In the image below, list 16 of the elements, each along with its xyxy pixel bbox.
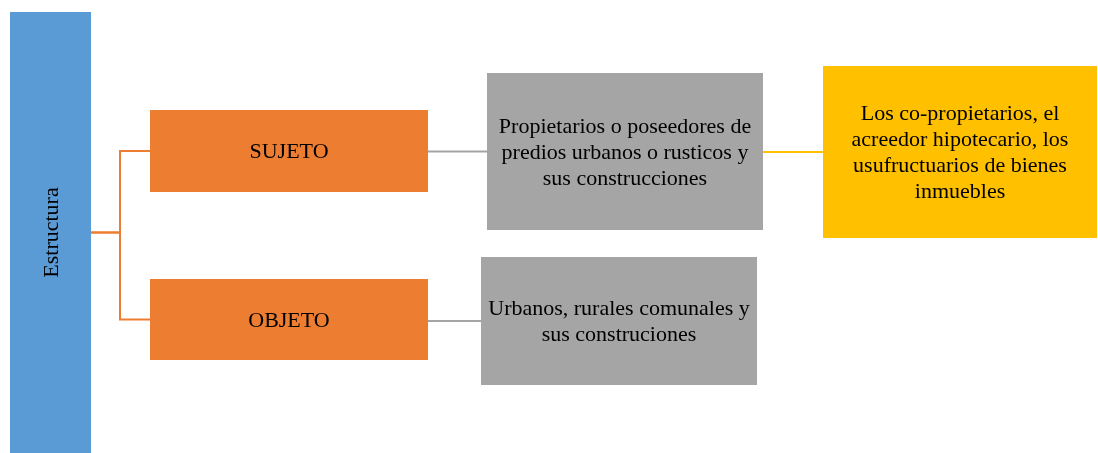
- box-text: SUJETO: [248, 138, 330, 164]
- box-text: Propietarios o poseedores de predios urbanos o rusticos y sus construcciones: [497, 112, 753, 191]
- connector-line: [427, 320, 482, 322]
- category-box: [150, 279, 428, 360]
- bar-label: Estructura: [37, 187, 64, 278]
- box-text: OBJETO: [247, 306, 331, 333]
- vertical-bar: [10, 12, 91, 453]
- description-box: [823, 66, 1097, 238]
- description-box: [487, 73, 763, 230]
- connector-line: [427, 150, 488, 153]
- connector-line: [90, 231, 151, 321]
- box-text: Urbanos, rurales comunales y sus construciones: [487, 295, 751, 347]
- category-box: [150, 110, 428, 192]
- box-text: Los co-propietarios, el acreedor hipotecario, los usufructuarios de bienes inmuebles: [850, 100, 1070, 204]
- connector-line: [762, 151, 824, 153]
- description-box: [481, 257, 757, 385]
